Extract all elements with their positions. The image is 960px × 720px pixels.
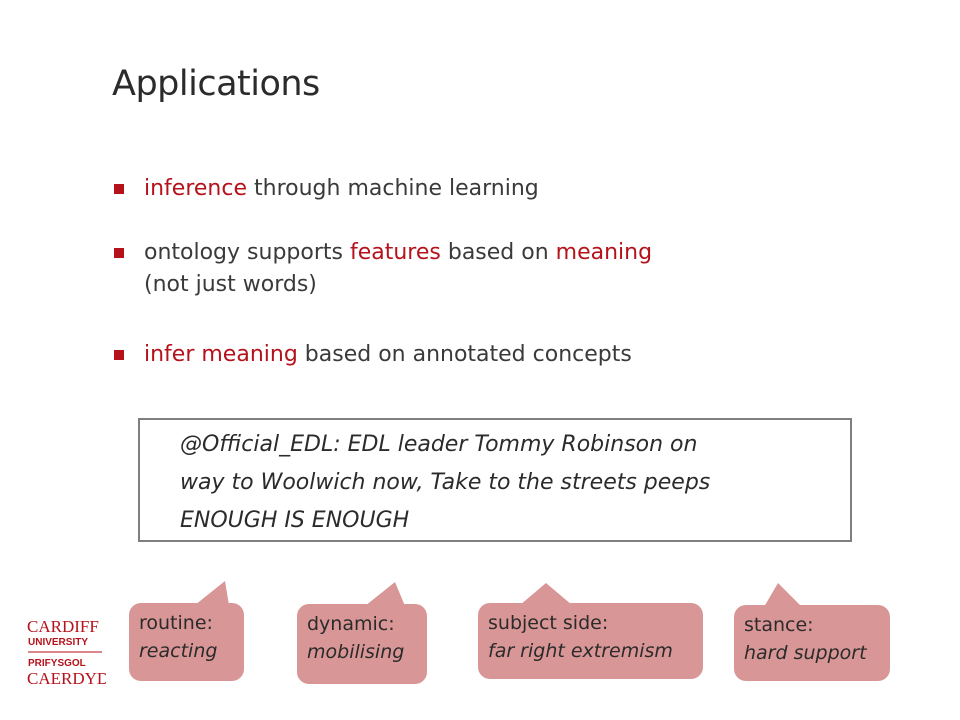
bullet-marker	[114, 350, 124, 360]
tweet-line: ENOUGH IS ENOUGH	[180, 508, 410, 533]
annotation-value: hard support	[744, 642, 867, 664]
logo-line: PRIFYSGOL	[28, 658, 86, 669]
bullet-item-inference: inference through machine learning	[112, 173, 539, 205]
annotation-bubble-stance: stance: hard support	[734, 583, 890, 681]
tweet-line: way to Woolwich now, Take to the streets…	[180, 470, 711, 495]
bullet-highlight: inference	[144, 176, 248, 201]
cardiff-university-logo: CARDIFF UNIVERSITY PRIFYSGOL CAERDYD	[27, 617, 106, 688]
logo-line: CARDIFF	[27, 617, 99, 636]
bullet-marker	[114, 248, 124, 258]
bullet-item-ontology: ontology supports features based on mean…	[112, 237, 652, 301]
bullet-text: through machine learning	[247, 176, 539, 201]
annotation-label: stance:	[744, 614, 814, 636]
bullet-text: ontology supports	[144, 240, 350, 265]
tweet-text: @Official_EDL: EDL leader Tommy Robinson…	[180, 426, 820, 540]
bubble-tail	[365, 582, 405, 606]
annotation-label: dynamic:	[307, 613, 395, 635]
bubble-tail	[764, 583, 802, 607]
bullet-text: (not just words)	[144, 272, 317, 297]
slide-title: Applications	[112, 64, 320, 104]
tweet-box: @Official_EDL: EDL leader Tommy Robinson…	[138, 418, 852, 542]
annotation-label: subject side:	[488, 612, 609, 634]
bubble-tail	[520, 583, 572, 605]
logo-line: CAERDYD	[27, 669, 106, 688]
bullet-text: based on annotated concepts	[297, 342, 632, 367]
bullet-text: based on	[440, 240, 556, 265]
annotation-bubble-subject-side: subject side: far right extremism	[478, 583, 703, 679]
annotation-bubble-dynamic: dynamic: mobilising	[297, 582, 427, 684]
bullet-item-infer-meaning: infer meaning based on annotated concept…	[112, 339, 632, 371]
annotation-label: routine:	[139, 612, 213, 634]
bullet-highlight: features	[349, 240, 441, 265]
annotation-bubble-routine: routine: reacting	[129, 581, 244, 681]
bullet-highlight: meaning	[555, 240, 653, 265]
bullet-highlight: infer meaning	[144, 342, 298, 367]
annotation-value: reacting	[139, 640, 218, 662]
bubble-tail	[195, 581, 229, 605]
annotation-value: mobilising	[307, 641, 405, 663]
tweet-line: @Official_EDL: EDL leader Tommy Robinson…	[180, 432, 698, 457]
logo-line: UNIVERSITY	[28, 637, 88, 648]
annotation-value: far right extremism	[488, 640, 673, 662]
bullet-marker	[114, 184, 124, 194]
